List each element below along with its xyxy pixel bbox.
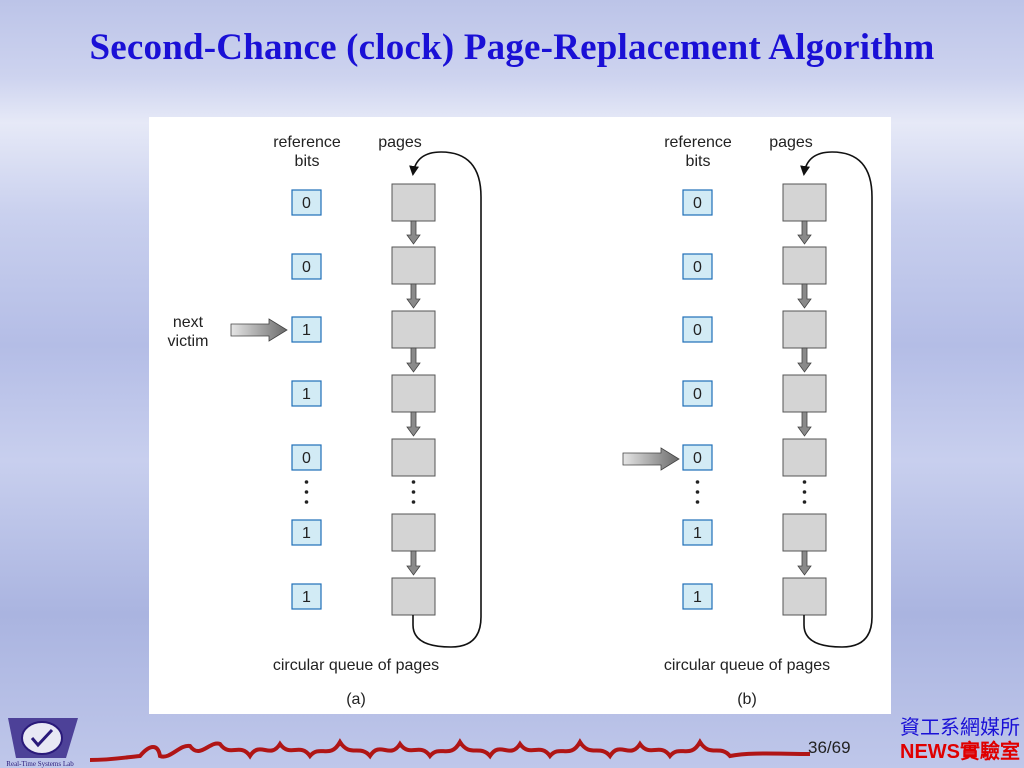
page-box	[782, 438, 827, 477]
panel-a-ref-header-2: bits	[295, 153, 320, 170]
page-box	[782, 246, 827, 285]
panel-a-pages	[391, 183, 436, 616]
panel-a-bit-value: 0	[302, 195, 311, 212]
panel-b-bit-value: 0	[693, 386, 702, 403]
panel-a-bit-value: 1	[302, 525, 311, 542]
panel-a-bit-5: 1	[291, 519, 322, 546]
panel-a-bit-value: 1	[302, 589, 311, 606]
panel-a-victim-label: victim	[168, 333, 209, 350]
page-box	[391, 310, 436, 349]
panel-b-down-arrows	[797, 220, 812, 576]
panel-b-bit-4: 0	[682, 444, 713, 471]
panel-a-pages-header: pages	[378, 134, 422, 151]
panel-a-bit-value: 1	[302, 322, 311, 339]
lab-logo-text: Real-Time Systems Lab	[6, 760, 74, 768]
panel-b-bit-value: 1	[693, 525, 702, 542]
panel-a-queue-label: circular queue of pages	[273, 657, 439, 674]
footer-decoration	[90, 738, 810, 762]
panel-b-caption: (b)	[737, 691, 757, 708]
panel-a-ellipsis-pages	[411, 480, 416, 504]
slide-title: Second-Chance (clock) Page-Replacement A…	[89, 27, 935, 68]
panel-a-ref-header-1: reference	[273, 134, 341, 151]
panel-a-bit-2: 1	[291, 316, 322, 343]
dept-line-1: 資工系網媒所	[900, 717, 1020, 739]
panel-a-pointer-arrow	[230, 318, 288, 342]
panel-a-down-arrows	[406, 220, 421, 576]
panel-a-bit-3: 1	[291, 380, 322, 407]
panel-b-bit-5: 1	[682, 519, 713, 546]
panel-a-bit-value: 1	[302, 386, 311, 403]
panel-b-pages-header: pages	[769, 134, 813, 151]
panel-b-bit-value: 1	[693, 589, 702, 606]
panel-b-loop-arrow	[800, 151, 873, 648]
page-box	[391, 577, 436, 616]
panel-b-bit-1: 0	[682, 253, 713, 280]
page-box	[391, 374, 436, 413]
panel-a-bit-4: 0	[291, 444, 322, 471]
panel-a-next-label: next	[173, 314, 204, 331]
panel-b-ref-header-2: bits	[686, 153, 711, 170]
clock-algorithm-figure: reference bits pages 0 0 1 1 0	[149, 117, 891, 714]
panel-a-loop-arrow	[409, 151, 482, 648]
panel-b-bit-2: 0	[682, 316, 713, 343]
page-box	[391, 183, 436, 222]
panel-a-caption: (a)	[346, 691, 366, 708]
panel-a-bit-0: 0	[291, 189, 322, 216]
panel-a-bit-value: 0	[302, 450, 311, 467]
panel-b: reference bits pages 0 0 0 0 0	[622, 134, 873, 708]
panel-b-ellipsis-pages	[802, 480, 807, 504]
panel-a-bit-value: 0	[302, 259, 311, 276]
panel-b-bit-value: 0	[693, 450, 702, 467]
lab-logo: Real-Time Systems Lab	[6, 718, 78, 768]
panel-b-pages	[782, 183, 827, 616]
panel-b-bit-value: 0	[693, 322, 702, 339]
panel-b-queue-label: circular queue of pages	[664, 657, 830, 674]
panel-a-ellipsis-bits	[304, 480, 309, 504]
page-total: /69	[826, 738, 851, 757]
panel-b-bit-3: 0	[682, 380, 713, 407]
panel-a-bit-6: 1	[291, 583, 322, 610]
page-current: 36	[808, 738, 827, 757]
page-box	[391, 513, 436, 552]
page-number: 36/69	[808, 738, 851, 758]
panel-a-bit-1: 0	[291, 253, 322, 280]
page-box	[391, 438, 436, 477]
panel-b-bit-value: 0	[693, 259, 702, 276]
page-box	[782, 310, 827, 349]
panel-b-bit-0: 0	[682, 189, 713, 216]
dept-line-2: NEWS實驗室	[900, 741, 1020, 763]
page-box	[782, 183, 827, 222]
panel-b-pointer-arrow	[622, 447, 680, 471]
panel-b-ref-header-1: reference	[664, 134, 732, 151]
panel-b-bit-6: 1	[682, 583, 713, 610]
panel-b-ellipsis-bits	[695, 480, 700, 504]
page-box	[782, 513, 827, 552]
department-label: 資工系網媒所 NEWS實驗室	[900, 716, 1020, 764]
page-box	[391, 246, 436, 285]
panel-b-bit-value: 0	[693, 195, 702, 212]
figure-svg: reference bits pages 0 0 1 1 0	[168, 134, 873, 708]
page-box	[782, 374, 827, 413]
page-box	[782, 577, 827, 616]
panel-a: reference bits pages 0 0 1 1 0	[168, 134, 482, 708]
